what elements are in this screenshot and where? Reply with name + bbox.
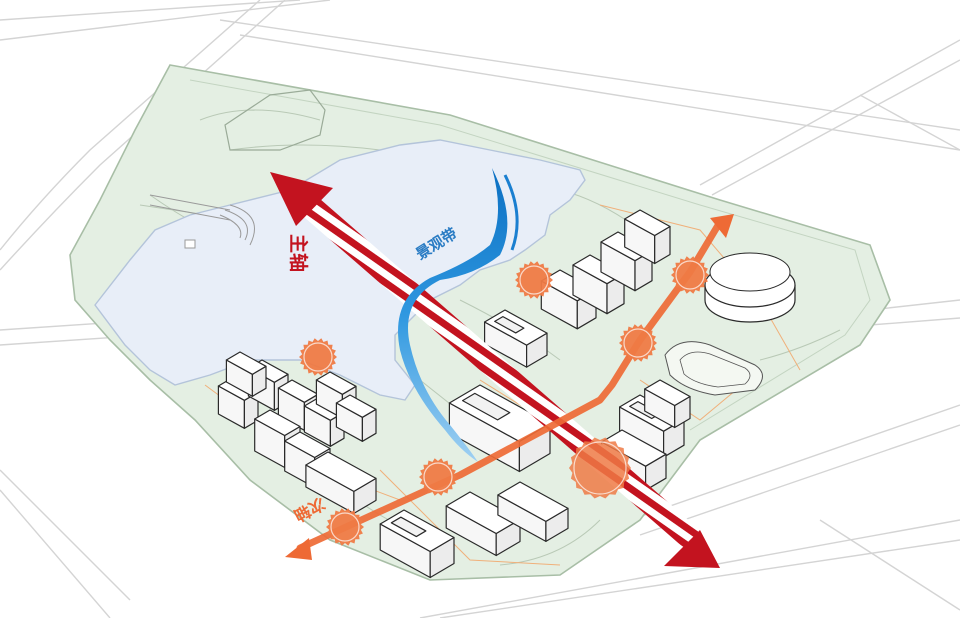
buildings <box>217 209 691 579</box>
node-ring <box>623 328 653 358</box>
nodes <box>299 256 709 546</box>
building-block-face <box>254 409 301 437</box>
building-block-face <box>225 351 267 375</box>
building-courtyard <box>494 316 525 334</box>
node-marker <box>619 324 657 362</box>
landscape-belt <box>398 168 519 462</box>
node-ring <box>675 260 705 290</box>
node-ring <box>330 512 360 542</box>
building-block-face <box>277 379 319 403</box>
hill-outline <box>224 89 326 151</box>
building-block-face <box>624 209 671 237</box>
building-block-face <box>600 429 667 467</box>
node-ring <box>303 342 333 372</box>
node-marker <box>419 458 457 496</box>
node-marker <box>569 437 631 499</box>
left-plaza <box>149 194 255 249</box>
building-block-face <box>284 431 331 459</box>
building-courtyard <box>390 516 427 538</box>
node-marker <box>299 338 337 376</box>
round-building <box>704 252 796 323</box>
sports-field <box>664 341 763 396</box>
node-ring <box>573 441 627 495</box>
node-marker <box>326 508 364 546</box>
main-axis-label: 主轴 <box>287 234 310 272</box>
node-ring <box>423 462 453 492</box>
node-ring <box>519 265 549 295</box>
building-block-face <box>305 451 377 492</box>
building-block-face <box>315 371 357 395</box>
node-marker <box>671 256 709 294</box>
building-courtyard <box>461 392 511 421</box>
building-block-face <box>497 481 569 523</box>
building-block-face <box>335 394 377 418</box>
node-marker <box>515 261 553 299</box>
lake <box>94 139 586 401</box>
building-block-face <box>644 379 691 407</box>
